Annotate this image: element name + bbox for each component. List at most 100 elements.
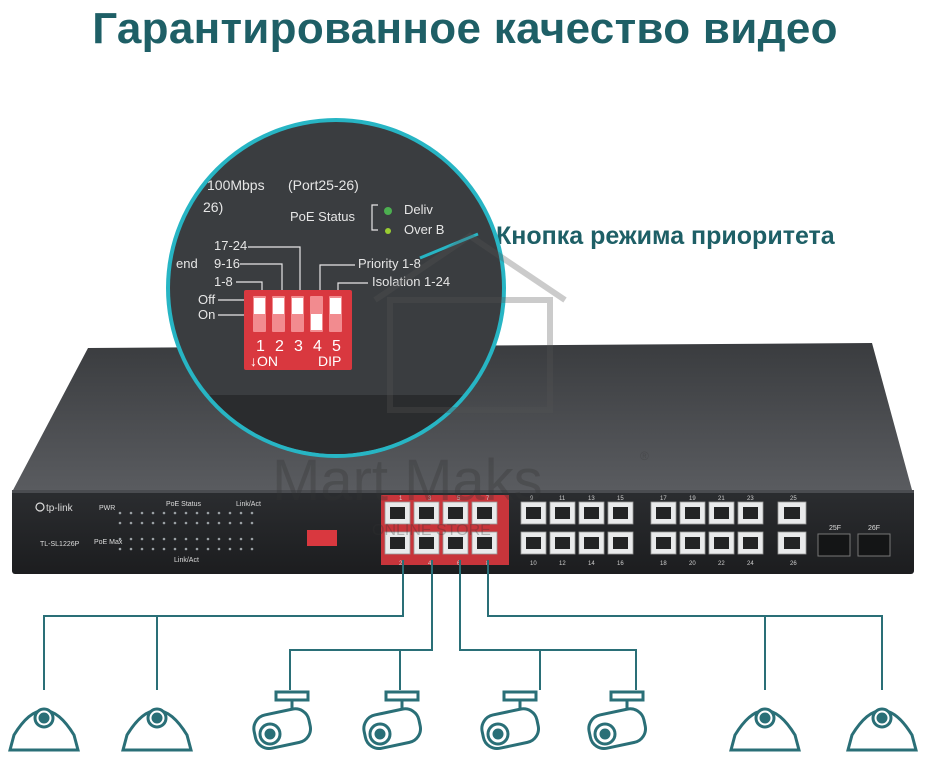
status-led [151, 521, 155, 525]
status-led [184, 521, 188, 525]
status-led [162, 511, 166, 515]
port-socket [526, 507, 541, 519]
dome-camera-icon [121, 707, 193, 752]
status-led [118, 537, 122, 541]
page-title: Гарантированное качество видео [92, 4, 838, 53]
status-led [195, 547, 199, 551]
status-led [217, 521, 221, 525]
port-number-top: 5 [457, 496, 461, 502]
port-socket [743, 537, 758, 549]
port-socket [613, 507, 628, 519]
status-led [206, 521, 210, 525]
zoom-off: Off [198, 292, 215, 307]
zoom-over-budget: Over B [404, 222, 444, 237]
status-led [195, 537, 199, 541]
port-number-bottom: 2 [399, 561, 403, 567]
status-led [118, 521, 122, 525]
zoom-extend: end [176, 256, 198, 271]
status-led [151, 547, 155, 551]
port-socket [477, 537, 492, 549]
status-led [228, 521, 232, 525]
port-socket [584, 507, 599, 519]
network-cables [43, 560, 883, 690]
priority-mode-callout: Кнопка режима приоритета [496, 222, 835, 250]
led-green-icon [384, 207, 392, 215]
link-act-bottom-label: Link/Act [174, 557, 199, 564]
port-number-top: 13 [588, 496, 595, 502]
status-led [217, 547, 221, 551]
port-socket [526, 537, 541, 549]
status-led [239, 537, 243, 541]
port-number-top: 23 [747, 496, 754, 502]
status-led [129, 511, 133, 515]
port-socket [477, 507, 492, 519]
port-number-top: 17 [660, 496, 667, 502]
port-number-bottom: 14 [588, 561, 595, 567]
status-led [206, 537, 210, 541]
port-socket [784, 537, 800, 549]
port-number-bottom: 10 [530, 561, 537, 567]
status-led [140, 521, 144, 525]
status-led [162, 537, 166, 541]
status-led [129, 537, 133, 541]
status-led [250, 521, 254, 525]
port-number-bottom: 20 [689, 561, 696, 567]
status-led [151, 511, 155, 515]
status-led [195, 521, 199, 525]
port-socket [685, 537, 700, 549]
port-number-bottom: 22 [718, 561, 725, 567]
port-socket [419, 507, 434, 519]
dip-num-4: 4 [313, 338, 322, 355]
port-socket [656, 507, 671, 519]
port-socket [448, 507, 463, 519]
link-act-label: Link/Act [236, 501, 261, 508]
dip-num-1: 1 [256, 338, 265, 355]
port-socket [390, 507, 405, 519]
port-number-top: 3 [428, 496, 432, 502]
zoom-speed-line: 100Mbps [207, 177, 265, 193]
dip-toggle-knob [330, 298, 341, 314]
zoom-speed-num: 26) [203, 199, 223, 215]
sfp-slot-26 [857, 533, 891, 557]
dome-camera-icon [729, 707, 801, 752]
port-number-top: 1 [399, 496, 403, 502]
status-led [140, 511, 144, 515]
port-socket [714, 507, 729, 519]
port-number-top: 15 [617, 496, 624, 502]
port-number-bottom: 16 [617, 561, 624, 567]
status-led [239, 511, 243, 515]
port-socket [448, 537, 463, 549]
dip-num-2: 2 [275, 338, 284, 355]
sfp-label-26: 26F [868, 525, 880, 532]
status-led [250, 537, 254, 541]
dip-toggle-knob [273, 298, 284, 314]
sfp-label-25: 25F [829, 525, 841, 532]
led-amber-icon [385, 228, 391, 234]
port-socket [714, 537, 729, 549]
port-socket [390, 537, 405, 549]
status-led [129, 547, 133, 551]
zoom-pointer-line [419, 232, 479, 260]
port-socket [656, 537, 671, 549]
status-led [228, 547, 232, 551]
status-led [239, 547, 243, 551]
status-led [184, 547, 188, 551]
status-led [173, 547, 177, 551]
port-socket [555, 537, 570, 549]
status-led [162, 547, 166, 551]
port-array [384, 501, 807, 555]
model-label: TL-SL1226P [40, 541, 80, 548]
zoom-range-1-8: 1-8 [214, 274, 233, 289]
status-led [195, 511, 199, 515]
pwr-label: PWR [99, 505, 115, 512]
status-led [184, 537, 188, 541]
zoom-poe-status: PoE Status [290, 209, 356, 224]
status-led [217, 511, 221, 515]
port-socket [555, 507, 570, 519]
port-number-top: 11 [559, 496, 566, 502]
status-led [173, 537, 177, 541]
port-number-top: 25 [790, 496, 797, 502]
poe-status-label: PoE Status [166, 501, 202, 508]
status-led [151, 537, 155, 541]
